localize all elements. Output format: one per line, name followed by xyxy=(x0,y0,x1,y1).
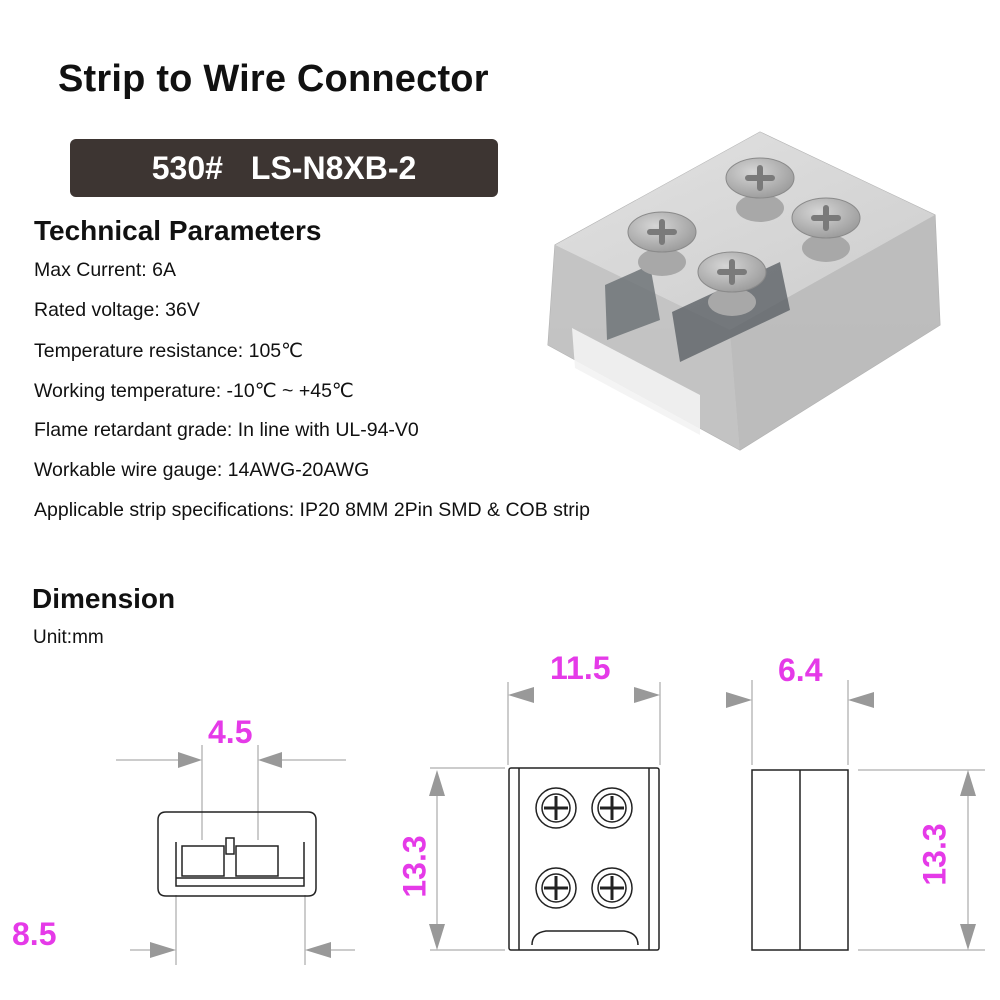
param-rated-voltage: Rated voltage: 36V xyxy=(34,299,200,321)
screw-icon xyxy=(627,211,697,276)
technical-heading: Technical Parameters xyxy=(34,215,322,246)
arrow-icon xyxy=(960,924,976,950)
dim-top-width: 11.5 xyxy=(550,650,611,686)
screw-icon xyxy=(535,867,577,909)
unit-label: Unit:mm xyxy=(33,627,104,648)
dim-side-length: 13.3 xyxy=(916,823,953,886)
param-max-current: Max Current: 6A xyxy=(34,259,176,281)
arrow-icon xyxy=(150,942,176,958)
dim-top-length: 13.3 xyxy=(396,835,433,898)
model-badge: 530# LS-N8XB-2 xyxy=(70,139,498,197)
param-working-temperature: Working temperature: -10℃ ~ +45℃ xyxy=(34,380,354,402)
param-strip-spec: Applicable strip specifications: IP20 8M… xyxy=(34,499,590,521)
arrow-icon xyxy=(305,942,331,958)
param-temperature-resistance: Temperature resistance: 105℃ xyxy=(34,340,304,362)
screw-icon xyxy=(697,251,767,316)
arrow-icon xyxy=(178,752,202,768)
param-flame-retardant: Flame retardant grade: In line with UL-9… xyxy=(34,419,419,441)
side-view xyxy=(751,769,849,951)
arrow-icon xyxy=(848,692,874,708)
screw-icon xyxy=(591,787,633,829)
param-wire-gauge: Workable wire gauge: 14AWG-20AWG xyxy=(34,459,370,481)
screw-icon xyxy=(535,787,577,829)
arrow-icon xyxy=(258,752,282,768)
dimension-heading: Dimension xyxy=(32,583,176,614)
model-name: LS-N8XB-2 xyxy=(250,149,417,186)
dim-pin-spacing: 4.5 xyxy=(208,714,253,750)
front-view xyxy=(157,811,317,897)
model-code: 530# xyxy=(151,149,223,186)
arrow-icon xyxy=(726,692,752,708)
screw-icon xyxy=(725,157,795,222)
arrow-icon xyxy=(960,770,976,796)
dim-front-height: 8.5 xyxy=(12,916,57,952)
screw-icon xyxy=(591,867,633,909)
arrow-icon xyxy=(508,687,534,703)
screw-icon xyxy=(791,197,861,262)
arrow-icon xyxy=(429,770,445,796)
top-view xyxy=(508,767,660,951)
arrow-icon xyxy=(634,687,660,703)
page-title: Strip to Wire Connector xyxy=(58,58,489,100)
dim-side-width: 6.4 xyxy=(778,652,823,688)
arrow-icon xyxy=(429,924,445,950)
